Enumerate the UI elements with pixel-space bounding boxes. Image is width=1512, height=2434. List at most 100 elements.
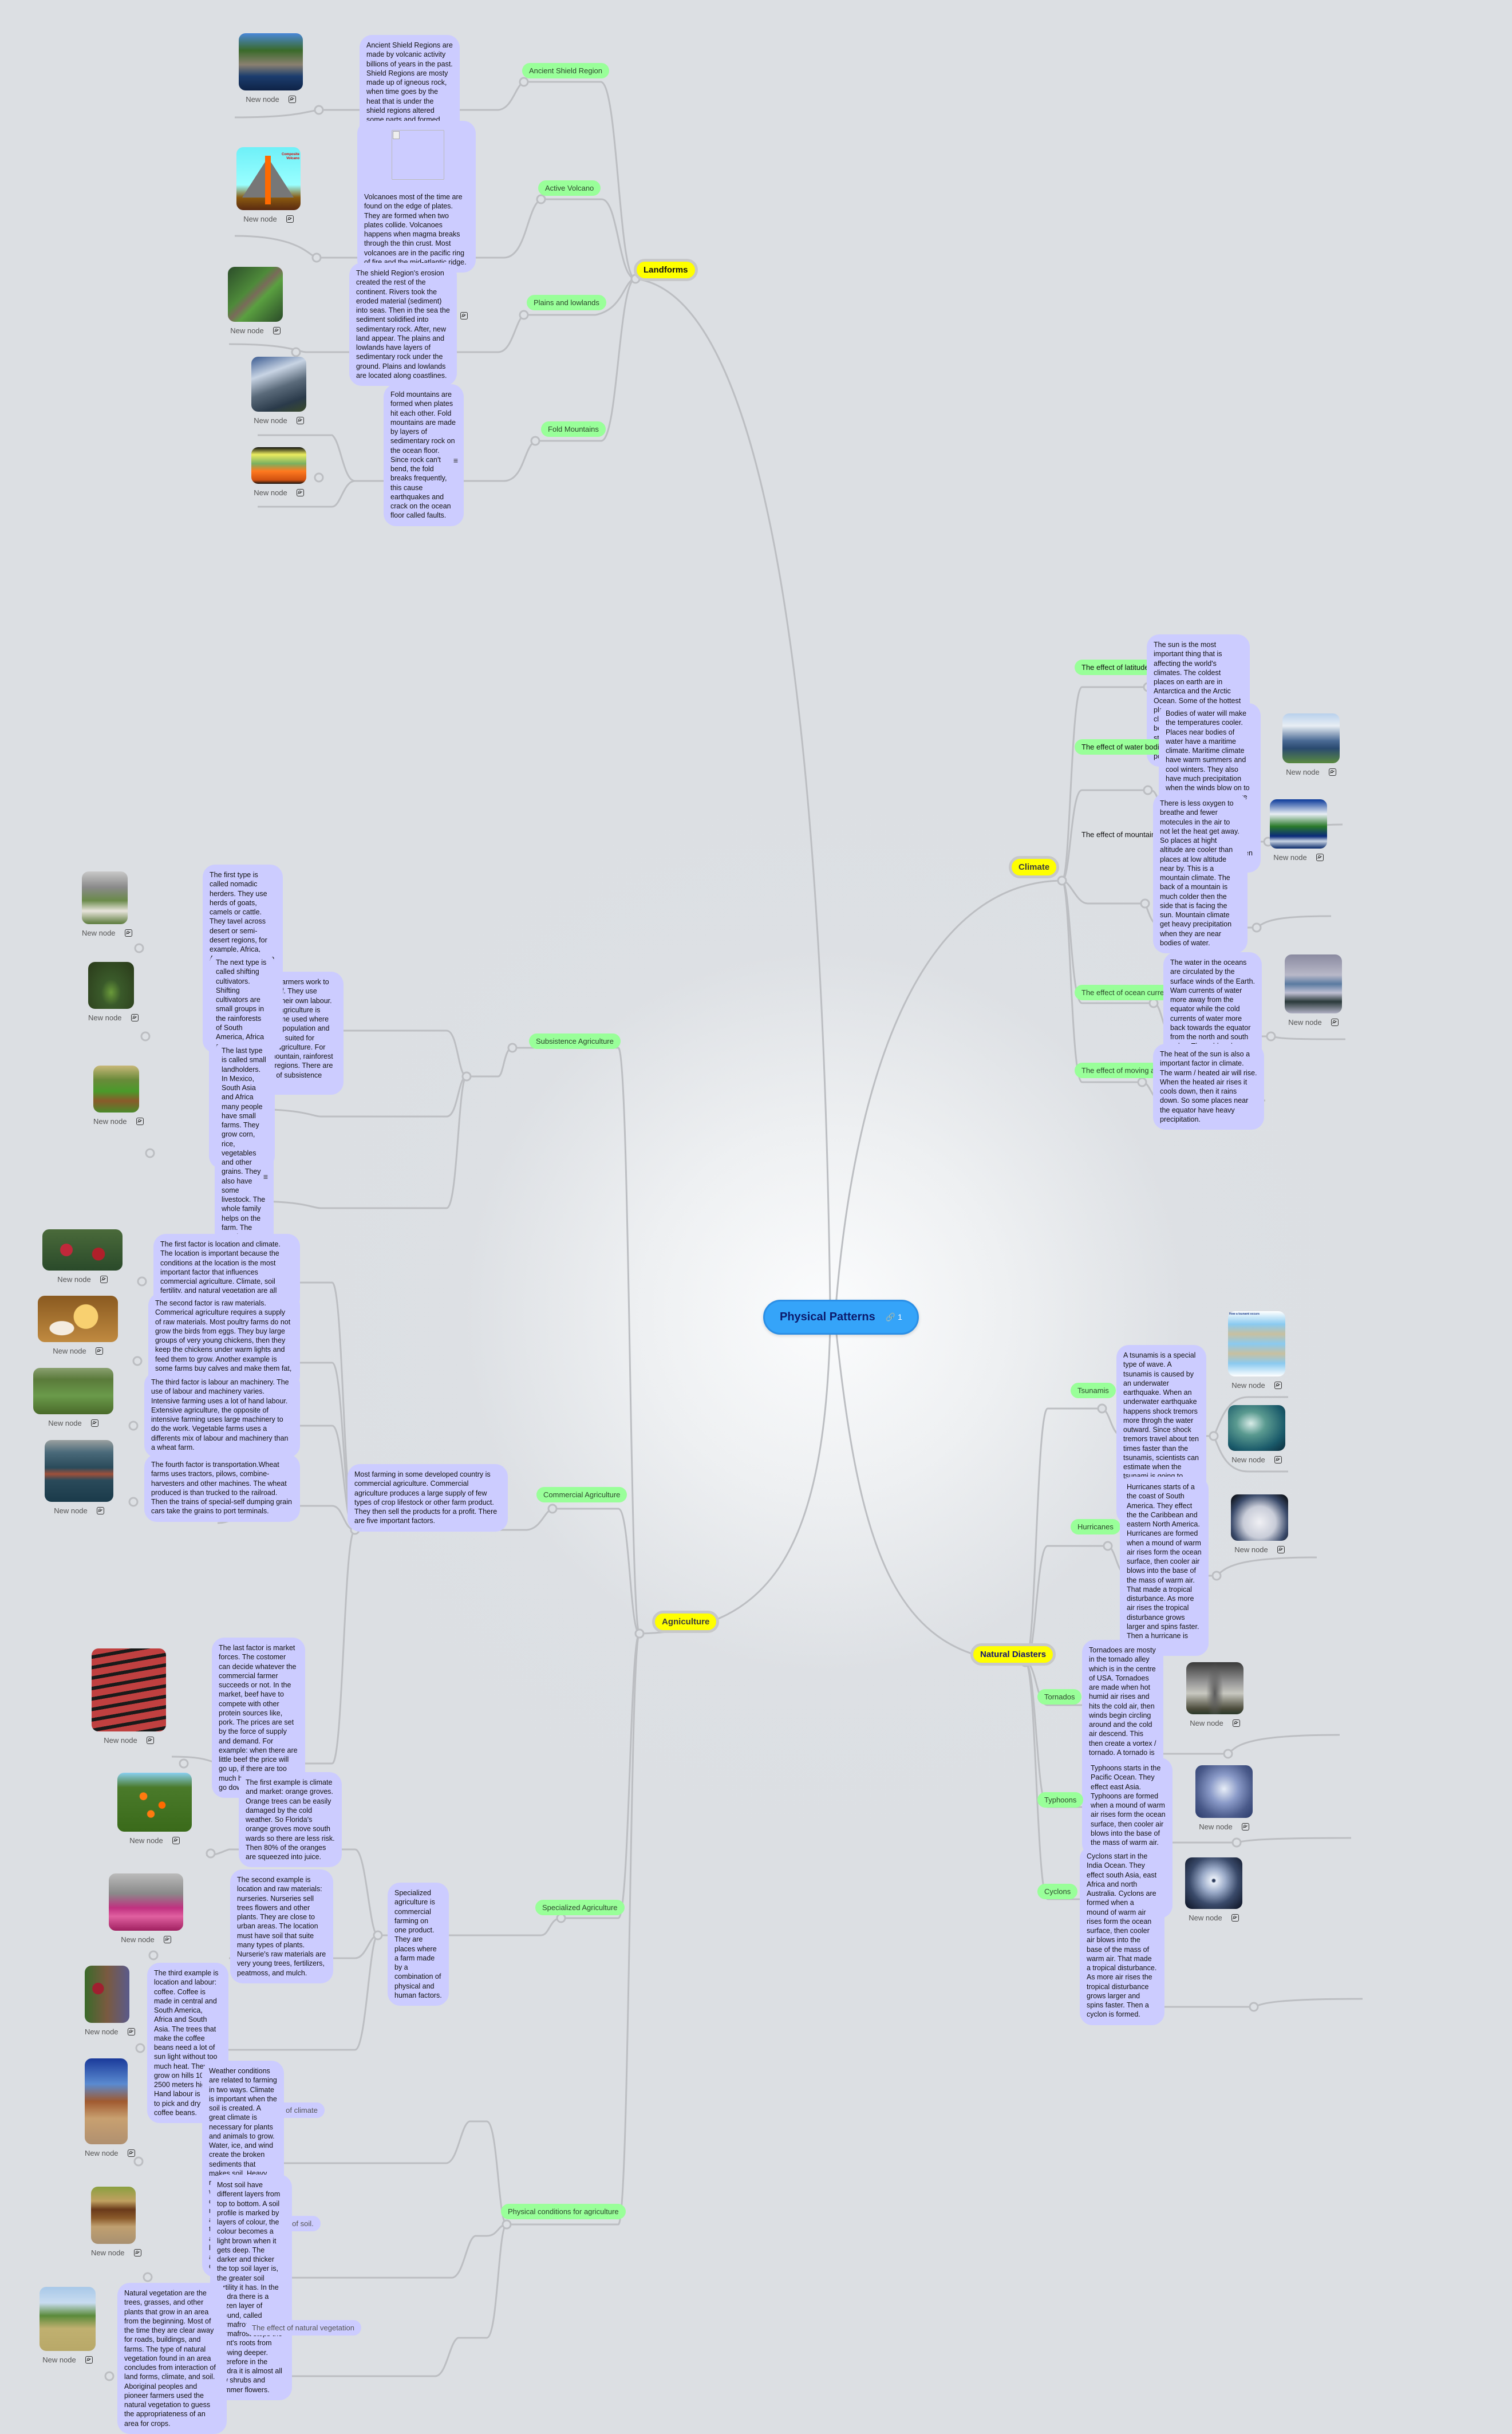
image-node-soil-profile[interactable]: New node xyxy=(91,2187,141,2258)
image-node-snowy-mountains[interactable]: New node xyxy=(251,357,306,426)
description-coffee[interactable]: The third example is location and labour… xyxy=(147,1963,228,2123)
link-icon[interactable]: 🔗 1 xyxy=(885,1312,902,1321)
image-node-small-farm[interactable]: New node xyxy=(93,1066,144,1127)
description-mountains[interactable]: There is less oxygen to breathe and fewe… xyxy=(1153,793,1248,953)
topic-effect-of-water-bodies[interactable]: The effect of water bodies xyxy=(1075,739,1174,755)
topic-tornados[interactable]: Tornados xyxy=(1037,1689,1082,1705)
image-node-typhoon-eye[interactable]: New node xyxy=(1195,1765,1253,1832)
image-icon[interactable] xyxy=(131,1014,139,1021)
image-node-ocean-painting[interactable]: New node xyxy=(1285,954,1342,1028)
description-specialized[interactable]: Specialized agriculture is commercial fa… xyxy=(388,1883,449,2006)
description-natural-vegetation[interactable]: Natural vegetation are the trees, grasse… xyxy=(117,2283,227,2434)
image-node-orange-tree[interactable]: New node xyxy=(117,1773,192,1846)
image-icon[interactable] xyxy=(1316,854,1324,861)
image-node-tsunami-diagram[interactable]: How a tsunami occurs New node xyxy=(1228,1311,1285,1391)
image-icon[interactable] xyxy=(1274,1456,1282,1463)
image-icon[interactable] xyxy=(172,1837,180,1844)
image-icon[interactable] xyxy=(288,96,296,103)
image-icon[interactable] xyxy=(136,1118,144,1125)
image-node-cyclone-satellite[interactable]: New node xyxy=(1185,1857,1242,1923)
description-cyclons[interactable]: Cyclons start in the India Ocean. They e… xyxy=(1080,1846,1164,2025)
topic-plains-and-lowlands[interactable]: Plains and lowlands xyxy=(527,295,606,310)
image-icon[interactable] xyxy=(127,2149,135,2157)
image-node-grassland-trees[interactable]: New node xyxy=(40,2287,96,2365)
topic-ancient-shield-region[interactable]: Ancient Shield Region xyxy=(522,63,609,78)
image-node-chick-egg[interactable]: New node xyxy=(38,1296,118,1356)
image-node-river-valley[interactable]: New node xyxy=(228,267,283,336)
root-node-physical-patterns[interactable]: Physical Patterns 🔗 1 xyxy=(763,1300,919,1335)
image-icon[interactable] xyxy=(163,1936,171,1943)
add-note-icon[interactable]: ≡ xyxy=(453,455,458,465)
image-icon[interactable] xyxy=(100,1276,108,1283)
topic-hurricanes[interactable]: Hurricanes xyxy=(1071,1519,1120,1534)
image-icon[interactable] xyxy=(286,215,294,223)
topic-fold-mountains[interactable]: Fold Mountains xyxy=(541,421,606,437)
image-icon[interactable] xyxy=(1241,1823,1249,1831)
topic-effect-of-mountains[interactable]: The effect of mountains xyxy=(1075,827,1166,842)
image-node-rainforest[interactable]: New node xyxy=(88,962,139,1023)
image-icon[interactable] xyxy=(133,2249,141,2257)
topic-subsistence-agriculture[interactable]: Subsistence Agriculture xyxy=(529,1033,621,1049)
image-icon[interactable] xyxy=(90,1419,98,1427)
image-icon[interactable] xyxy=(1231,1914,1239,1922)
image-node-hand-tractor[interactable]: New node xyxy=(33,1368,113,1429)
description-transportation[interactable]: The fourth factor is transportation.Whea… xyxy=(144,1454,300,1522)
topic-tsunamis[interactable]: Tsunamis xyxy=(1071,1383,1116,1398)
description-labour-machinery[interactable]: The third factor is labour an machinery.… xyxy=(144,1372,300,1458)
add-note-icon[interactable]: ≡ xyxy=(263,1172,268,1182)
topic-cyclons[interactable]: Cyclons xyxy=(1037,1884,1078,1899)
image-icon[interactable] xyxy=(124,929,132,937)
topic-effect-of-moving-air[interactable]: The effect of moving air xyxy=(1075,1063,1166,1078)
image-icon[interactable] xyxy=(85,2356,93,2364)
description-orange-groves[interactable]: The first example is climate and market:… xyxy=(239,1772,342,1868)
image-icon[interactable] xyxy=(96,1507,104,1514)
image-icon[interactable] xyxy=(146,1737,154,1744)
image-node-greenhouse[interactable]: New node xyxy=(109,1873,183,1945)
image-icon[interactable] xyxy=(296,489,304,496)
description-fold-mountains[interactable]: Fold mountains are formed when plates hi… xyxy=(384,384,464,526)
description-moving-air[interactable]: The heat of the sun is also a important … xyxy=(1153,1044,1264,1130)
image-icon[interactable] xyxy=(273,327,281,334)
description-hurricanes[interactable]: Hurricanes starts of a the coast of Sout… xyxy=(1120,1477,1209,1656)
image-node-coastal-cliff[interactable]: New node xyxy=(1282,713,1340,778)
image-node-hurricane-satellite[interactable]: New node xyxy=(1231,1494,1288,1555)
main-topic-landforms[interactable]: Landforms xyxy=(634,259,698,281)
image-icon[interactable] xyxy=(1277,1546,1285,1553)
main-topic-agriculture[interactable]: Agniculture xyxy=(652,1611,720,1633)
image-node-rocky-shoreline[interactable]: New node xyxy=(239,33,303,105)
topic-effect-of-natural-vegetation[interactable]: The effect of natural vegetation xyxy=(245,2320,361,2336)
description-plains-lowlands[interactable]: The shield Region's erosion created the … xyxy=(349,263,457,386)
image-node-big-wave[interactable]: New node xyxy=(1228,1405,1285,1465)
image-icon[interactable] xyxy=(460,312,468,319)
topic-physical-conditions[interactable]: Physical conditions for agriculture xyxy=(501,2204,626,2219)
topic-effect-of-latitude[interactable]: The effect of latitude xyxy=(1075,660,1156,675)
image-node-mountain-lake[interactable]: New node xyxy=(1270,799,1327,863)
topic-commercial-agriculture[interactable]: Commercial Agriculture xyxy=(536,1487,627,1502)
image-icon[interactable] xyxy=(296,417,304,424)
image-icon[interactable] xyxy=(1331,1019,1339,1026)
main-topic-climate[interactable]: Climate xyxy=(1009,856,1060,878)
image-node-plate-collision[interactable]: New node xyxy=(251,447,306,498)
image-node-meat-shelves[interactable]: New node xyxy=(92,1648,166,1746)
image-node-dry-tree[interactable]: New node xyxy=(85,2058,135,2159)
topic-effect-of-ocean-currents[interactable]: The effect of ocean currents xyxy=(1075,985,1181,1000)
description-nurseries[interactable]: The second example is location and raw m… xyxy=(230,1869,333,1983)
description-commercial[interactable]: Most farming in some developed country i… xyxy=(348,1464,508,1532)
image-node-apple-tree[interactable]: New node xyxy=(42,1229,123,1285)
image-node-coffee-picker[interactable]: New node xyxy=(85,1966,135,2037)
description-active-volcano[interactable]: Volcanoes most of the time are found on … xyxy=(357,121,476,319)
image-node-tornado[interactable]: New node xyxy=(1186,1662,1243,1729)
description-market-forces[interactable]: The last factor is market forces. The co… xyxy=(212,1638,305,1798)
topic-typhoons[interactable]: Typhoons xyxy=(1037,1792,1084,1808)
topic-specialized-agriculture[interactable]: Specialized Agriculture xyxy=(535,1900,625,1915)
image-node-sheep-herder[interactable]: New node xyxy=(82,871,132,938)
image-icon[interactable] xyxy=(1232,1719,1240,1727)
main-topic-natural-disasters[interactable]: Natural Diasters xyxy=(970,1643,1056,1666)
image-icon[interactable] xyxy=(127,2028,135,2035)
topic-active-volcano[interactable]: Active Volcano xyxy=(538,180,601,196)
image-icon[interactable] xyxy=(1274,1382,1282,1389)
image-node-cargo-ship[interactable]: New node xyxy=(45,1440,113,1516)
image-icon[interactable] xyxy=(95,1347,103,1355)
image-icon[interactable] xyxy=(1328,768,1336,776)
